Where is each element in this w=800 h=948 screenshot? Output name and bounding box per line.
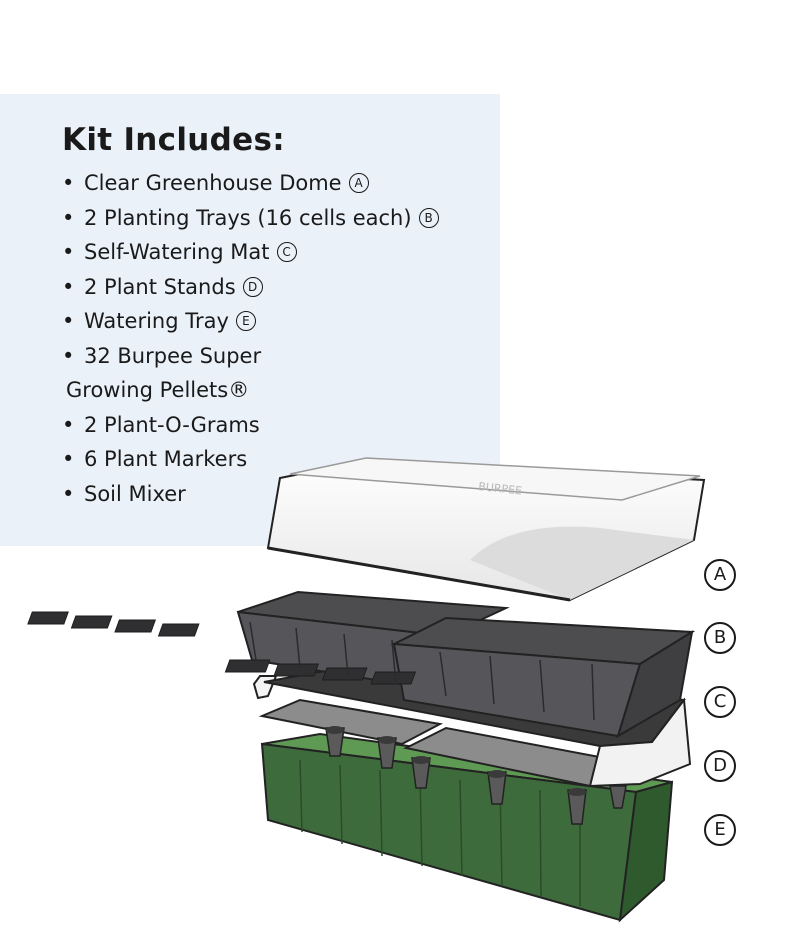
bullet-icon: • xyxy=(62,171,75,195)
kit-item-text: Clear Greenhouse Dome xyxy=(84,171,342,195)
kit-list: • Clear Greenhouse Dome A • 2 Planting Tray… xyxy=(62,166,439,511)
kit-item-label: C xyxy=(276,242,297,262)
kit-item-label: E xyxy=(235,311,256,331)
kit-item-text: 2 Plant Stands xyxy=(84,274,236,299)
kit-item-text: 2 Planting Trays (16 cells each) xyxy=(84,205,412,230)
mat-edge xyxy=(588,697,692,788)
label-d: D xyxy=(704,750,736,782)
bullet-icon: • xyxy=(62,205,75,230)
bullet-icon: • xyxy=(62,412,75,437)
bullet-icon: • xyxy=(62,343,75,368)
dome-top xyxy=(289,457,701,501)
dome-shading xyxy=(470,526,694,600)
kit-item-label: B xyxy=(418,207,439,228)
kit-title: Kit Includes: xyxy=(62,122,285,158)
planting-trays xyxy=(27,590,696,739)
label-a: A xyxy=(704,559,736,591)
greenhouse-dome: BURPEE xyxy=(266,457,706,602)
watering-tray-side xyxy=(618,780,674,923)
label-e: E xyxy=(704,814,736,846)
kit-item-text: 32 Burpee Super xyxy=(84,343,262,368)
kit-item-markers: • 6 Plant Markers xyxy=(62,442,439,477)
bullet-icon: • xyxy=(62,447,75,471)
kit-item-trays: • 2 Planting Trays (16 cells each) B xyxy=(62,201,439,236)
kit-item-text: Soil Mixer xyxy=(84,481,186,506)
kit-item-mat: • Self-Watering Mat C xyxy=(62,235,439,270)
kit-item-text: Growing Pellets® xyxy=(66,378,250,402)
kit-item-text: Self-Watering Mat xyxy=(84,240,270,264)
kit-item-text: 6 Plant Markers xyxy=(84,447,248,471)
label-b: B xyxy=(704,622,736,654)
kit-item-pellets-cont: Growing Pellets® xyxy=(62,373,439,408)
kit-item-label: A xyxy=(348,173,369,193)
kit-item-dome: • Clear Greenhouse Dome A xyxy=(62,166,439,201)
kit-item-text: 2 Plant-O-Grams xyxy=(84,412,260,437)
bullet-icon: • xyxy=(62,240,75,264)
planting-tray-right-side xyxy=(616,629,694,739)
plant-stands xyxy=(258,698,629,825)
kit-item-label: D xyxy=(242,276,263,297)
bullet-icon: • xyxy=(62,309,75,333)
bullet-icon: • xyxy=(62,481,75,506)
kit-item-pellets: • 32 Burpee Super xyxy=(62,339,439,374)
bullet-icon: • xyxy=(62,274,75,299)
kit-item-plant-o-grams: • 2 Plant-O-Grams xyxy=(62,408,439,443)
dome-brand-text: BURPEE xyxy=(478,480,523,498)
kit-item-text: Watering Tray xyxy=(84,309,229,333)
mat-fold xyxy=(252,675,278,700)
label-c: C xyxy=(704,686,736,718)
kit-item-watering-tray: • Watering Tray E xyxy=(62,304,439,339)
plant-stand-left xyxy=(258,698,444,746)
kit-item-soil-mixer: • Soil Mixer xyxy=(62,477,439,512)
kit-item-stands: • 2 Plant Stands D xyxy=(62,270,439,305)
